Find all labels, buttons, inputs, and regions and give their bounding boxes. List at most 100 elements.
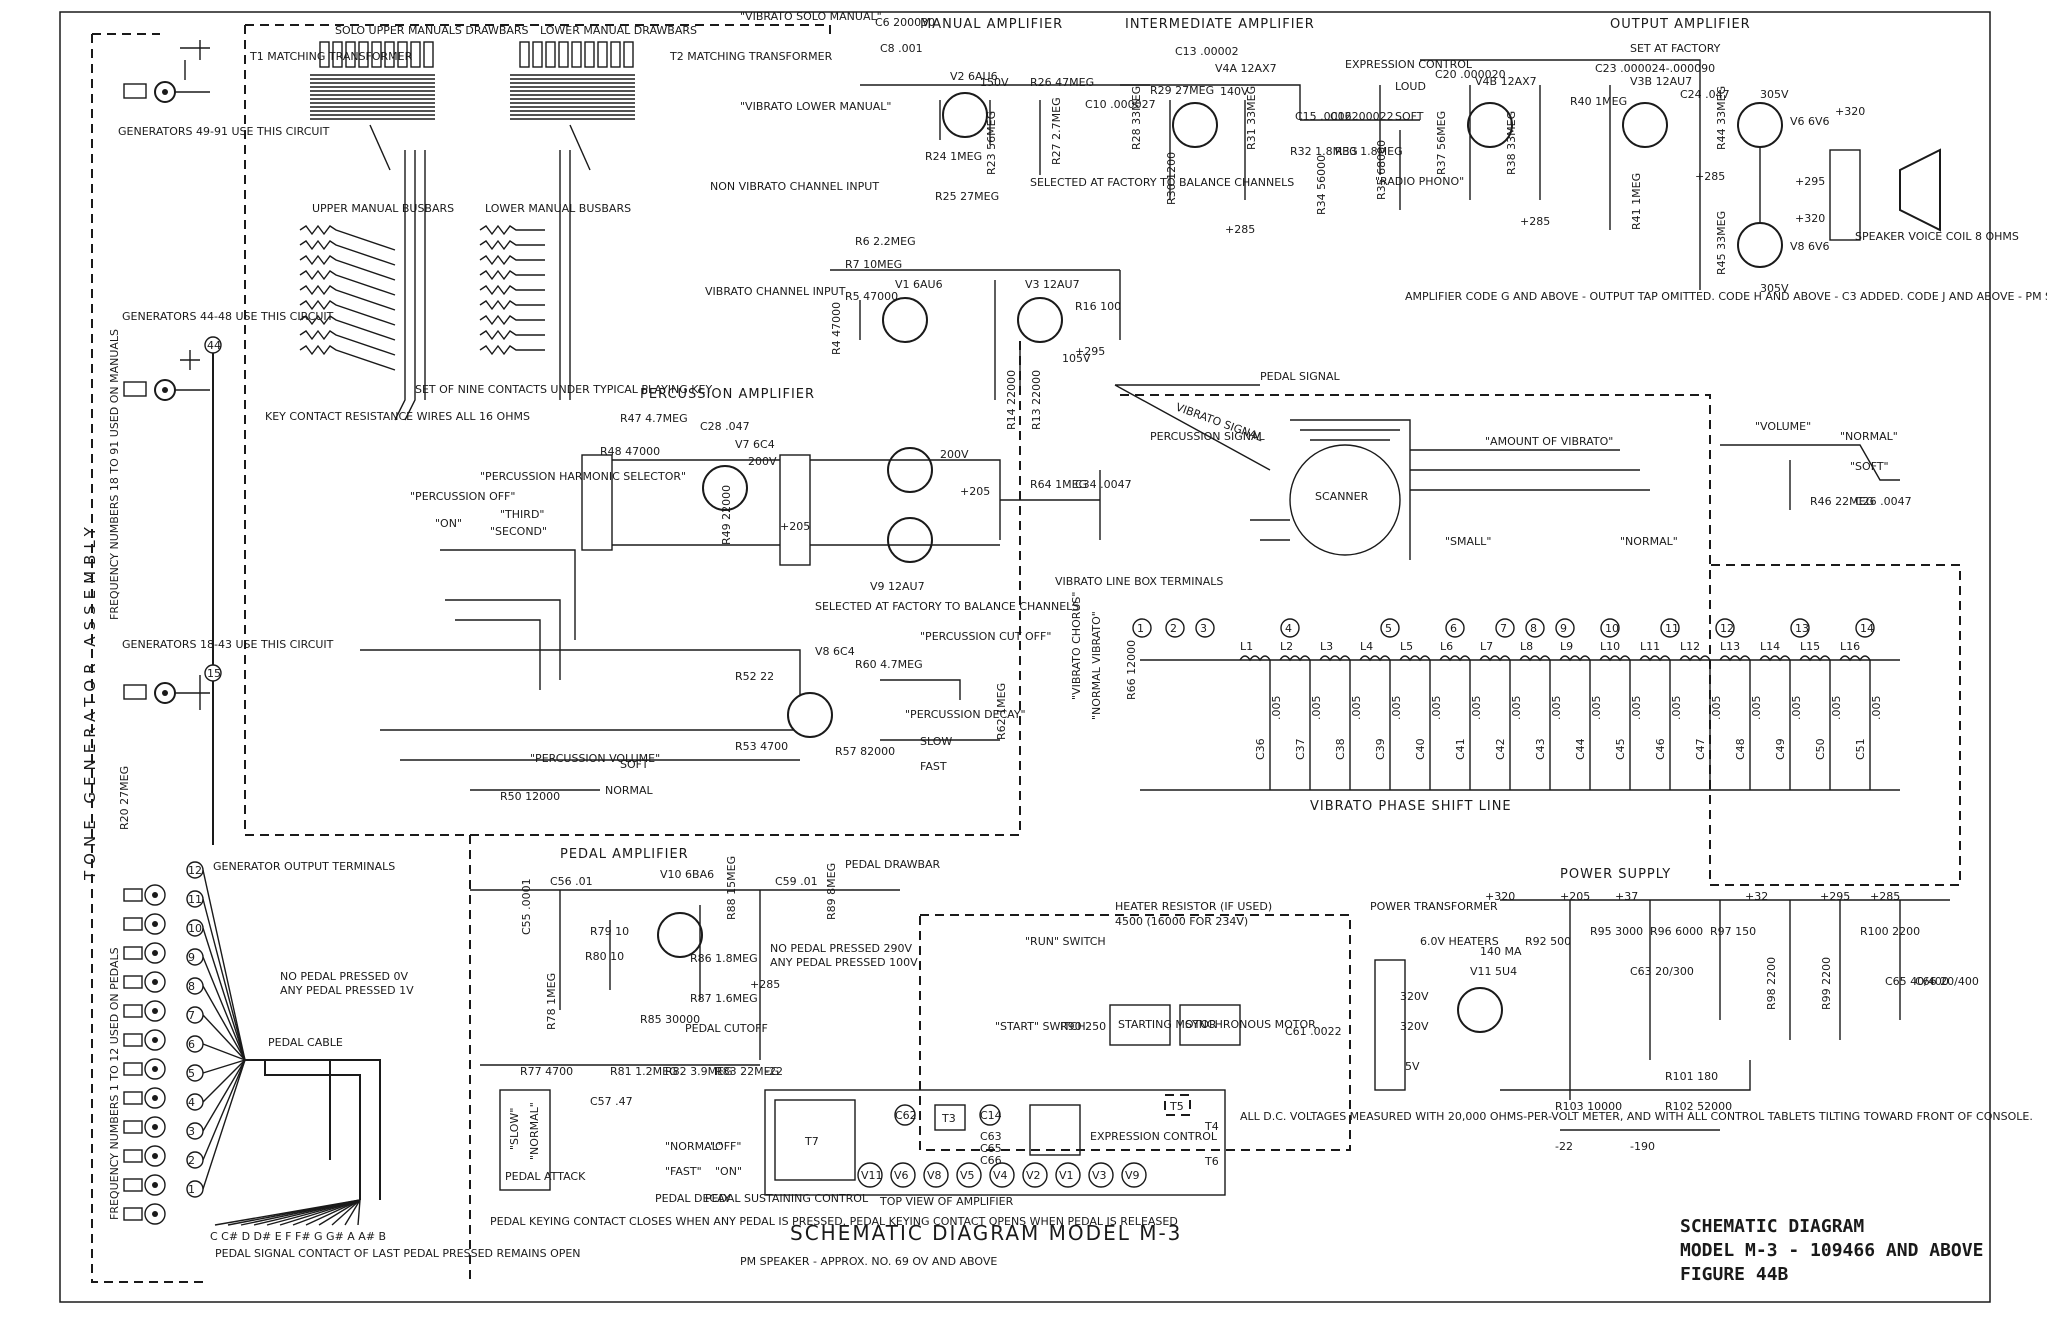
top-view-expression-label: EXPRESSION CONTROL <box>1090 1130 1218 1143</box>
perc-cutoff-label: "PERCUSSION CUT OFF" <box>920 630 1051 643</box>
drawbar <box>571 41 582 68</box>
drawbar <box>423 41 434 68</box>
run-switch-label: "RUN" SWITCH <box>1025 935 1106 948</box>
pedal-contact-wire <box>357 1199 361 1226</box>
svg-text:R52 22: R52 22 <box>735 670 774 683</box>
top-view-tube <box>1022 1162 1048 1188</box>
top-view-c14 <box>979 1104 1001 1126</box>
vibrato-inductor-label: L12 <box>1680 640 1700 653</box>
vibrato-cap-label: C38 <box>1334 738 1347 760</box>
lower-busbar-wire <box>479 269 545 281</box>
generator-coil <box>144 1145 166 1167</box>
vibrato-cap-value: .005 <box>1350 696 1363 721</box>
pedal-notes: C C# D D# E F F# G G# A A# B <box>210 1230 386 1243</box>
svg-text:R81 1.2MEG: R81 1.2MEG <box>610 1065 678 1078</box>
svg-text:C57 .47: C57 .47 <box>590 1095 633 1108</box>
gen-18-43-label: GENERATORS 18-43 USE THIS CIRCUIT <box>122 638 334 651</box>
lower-busbar-wire <box>479 239 545 251</box>
output-transformer-t3 <box>1829 149 1861 241</box>
svg-text:+32: +32 <box>1745 890 1768 903</box>
vibrato-inductor-label: L11 <box>1640 640 1660 653</box>
vibrato-chorus-label: "VIBRATO CHORUS" <box>1070 592 1083 700</box>
selected-factory-2: SELECTED AT FACTORY TO BALANCE CHANNELS <box>815 600 1079 613</box>
upper-busbar-wire <box>299 254 396 281</box>
top-view-tube-label: V9 <box>1125 1169 1140 1182</box>
vibrato-inductor <box>1359 655 1391 662</box>
top-view-t6-label: T6 <box>1204 1155 1219 1168</box>
svg-text:R57 82000: R57 82000 <box>835 745 895 758</box>
upper-busbar-wire <box>299 239 396 266</box>
svg-text:R44 33MEG: R44 33MEG <box>1715 86 1728 150</box>
pedal-cable-wire <box>202 1014 246 1061</box>
vibrato-inductor <box>1559 655 1591 662</box>
svg-text:C6 200030: C6 200030 <box>875 16 935 29</box>
vibrato-cap-label: C37 <box>1294 738 1307 760</box>
svg-text:C10 .000027: C10 .000027 <box>1085 98 1156 111</box>
drawbar <box>332 41 343 68</box>
vibrato-cap-label: C46 <box>1654 738 1667 760</box>
pedal-cable-wire <box>202 1059 246 1074</box>
svg-text:R27 2.7MEG: R27 2.7MEG <box>1050 97 1063 165</box>
pedal-contact-wire <box>318 1199 361 1226</box>
heater-values: 4500 (16000 FOR 234V) <box>1115 915 1248 928</box>
svg-text:+285: +285 <box>1870 890 1900 903</box>
t1-label: T1 MATCHING TRANSFORMER <box>249 50 413 63</box>
svg-text:-22: -22 <box>1555 1140 1573 1153</box>
speaker-label: SPEAKER VOICE COIL 8 OHMS <box>1855 230 2019 243</box>
pedal-attack-label: PEDAL ATTACK <box>505 1170 586 1183</box>
svg-text:-22: -22 <box>765 1065 783 1078</box>
vibrato-inductor <box>1839 655 1871 662</box>
svg-text:R62 1MEG: R62 1MEG <box>995 683 1008 740</box>
vibrato-cap-label: C36 <box>1254 738 1267 760</box>
vibrato-cap-label: C50 <box>1814 738 1827 760</box>
drawbar <box>545 41 556 68</box>
vibrato-inductor-label: L13 <box>1720 640 1740 653</box>
top-view-c65-label: C65 <box>980 1142 1002 1155</box>
vibrato-inductor <box>1279 655 1311 662</box>
generator-resistor <box>123 1004 143 1018</box>
vibrato-cap-label: C51 <box>1854 738 1867 760</box>
svg-text:R38 33MEG: R38 33MEG <box>1505 111 1518 175</box>
vibrato-inductor <box>1319 655 1351 662</box>
vibrato-cap-value: .005 <box>1590 696 1603 721</box>
svg-text:R99 2200: R99 2200 <box>1820 957 1833 1010</box>
svg-text:V4B 12AX7: V4B 12AX7 <box>1475 75 1537 88</box>
generator-resistor <box>123 1149 143 1163</box>
svg-text:R45 33MEG: R45 33MEG <box>1715 211 1728 275</box>
scanner-label: SCANNER <box>1315 490 1369 503</box>
transformer-t4 <box>581 454 613 551</box>
svg-text:R77 4700: R77 4700 <box>520 1065 573 1078</box>
svg-text:V8 6V6: V8 6V6 <box>1790 240 1830 253</box>
vibrato-terminal-number: 2 <box>1170 622 1177 635</box>
svg-text:R97 150: R97 150 <box>1710 925 1756 938</box>
top-view-t5 <box>1164 1094 1191 1116</box>
perc-volume-label: "PERCUSSION VOLUME" <box>530 752 660 765</box>
svg-text:SYNCHRONOUS MOTOR: SYNCHRONOUS MOTOR <box>1185 1018 1316 1031</box>
vibrato-cap-value: .005 <box>1510 696 1523 721</box>
dc-note: ALL D.C. VOLTAGES MEASURED WITH 20,000 O… <box>1240 1110 2033 1123</box>
svg-text:R78 1MEG: R78 1MEG <box>545 973 558 1030</box>
gen-44-48-label: GENERATORS 44-48 USE THIS CIRCUIT <box>122 310 334 323</box>
vibrato-inductor <box>1719 655 1751 662</box>
generator-terminal-number: 10 <box>188 922 202 935</box>
vibrato-terminal <box>1660 618 1680 638</box>
vibrato-inductor <box>1399 655 1431 662</box>
power-supply-title: POWER SUPPLY <box>1560 867 1671 882</box>
pedal-cable-wire <box>202 1059 246 1132</box>
vibrato-terminal-number: 6 <box>1450 622 1457 635</box>
vibrato-cap-label: C43 <box>1534 738 1547 760</box>
vibrato-terminal <box>1790 618 1810 638</box>
svg-text:R60 4.7MEG: R60 4.7MEG <box>855 658 923 671</box>
vibrato-cap-value: .005 <box>1310 696 1323 721</box>
svg-text:320V: 320V <box>1400 990 1429 1003</box>
vibrato-terminal-number: 5 <box>1385 622 1392 635</box>
generator-coil <box>144 971 166 993</box>
svg-text:R40 1MEG: R40 1MEG <box>1570 95 1627 108</box>
drawbar <box>410 41 421 68</box>
vibrato-cap-value: .005 <box>1710 696 1723 721</box>
speaker-icon <box>1899 148 1941 232</box>
start-switch-label: "START" SWITCH <box>995 1020 1086 1033</box>
vibrato-inductor <box>1759 655 1791 662</box>
generator-coil <box>144 942 166 964</box>
